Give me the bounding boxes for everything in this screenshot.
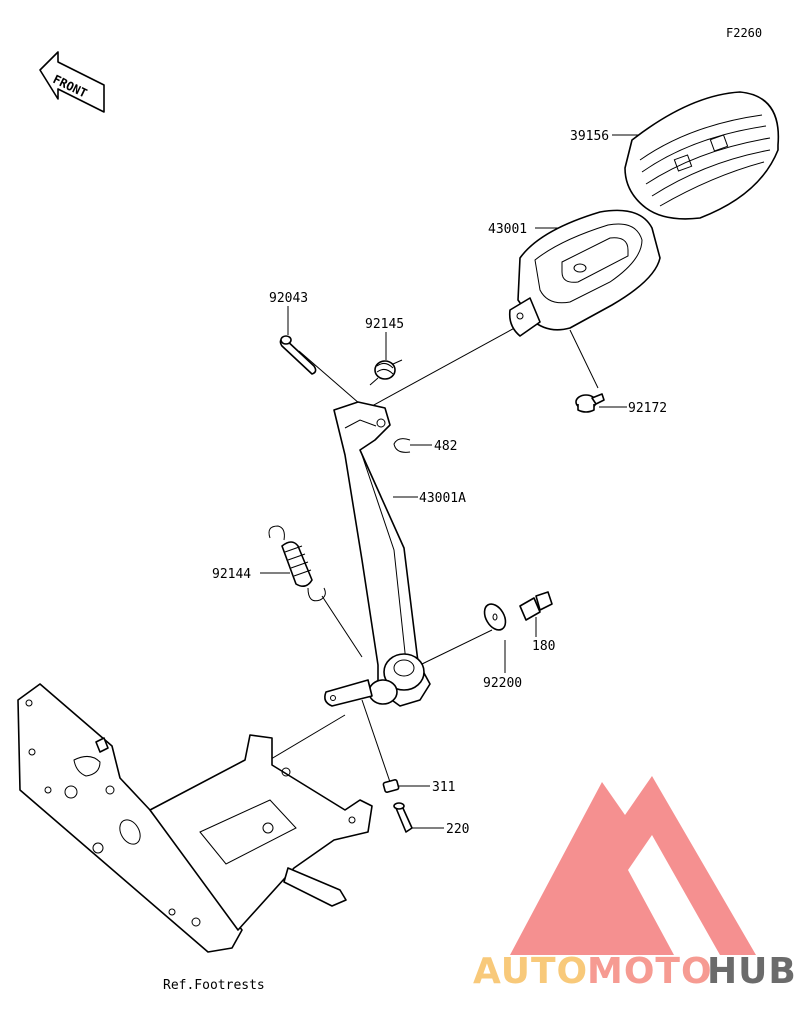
label-92145: 92145 (365, 317, 404, 332)
brake-lever-43001A (324, 401, 431, 707)
watermark: AUTO MOTO HUB (473, 776, 797, 992)
label-43001A: 43001A (419, 491, 466, 506)
label-39156: 39156 (570, 129, 609, 144)
label-482: 482 (434, 439, 457, 454)
watermark-hub: HUB (707, 951, 797, 992)
bolt-92172 (575, 393, 605, 413)
label-220: 220 (446, 822, 469, 837)
label-92043: 92043 (269, 291, 308, 306)
watermark-moto: MOTO (587, 951, 713, 992)
watermark-logo-icon (510, 776, 756, 955)
bolt-220 (393, 802, 413, 833)
collar-311 (382, 779, 400, 793)
pedal-bracket-43001 (508, 209, 661, 337)
reference-note: Ref.Footrests (163, 978, 265, 993)
washer-92200 (483, 603, 507, 631)
diagram-code: F2260 (726, 26, 762, 40)
footrest-bracket-reference (17, 683, 373, 953)
label-180: 180 (532, 639, 555, 654)
label-92172: 92172 (628, 401, 667, 416)
return-spring-92144 (268, 525, 326, 602)
pedal-pad-39156 (624, 91, 780, 220)
pin-92043 (279, 335, 317, 375)
front-arrow-icon: FRONT (39, 51, 105, 113)
label-311: 311 (432, 780, 455, 795)
watermark-auto: AUTO (473, 951, 588, 992)
clip-482 (393, 438, 411, 453)
spring-92145 (369, 359, 403, 386)
bolt-180 (519, 591, 553, 621)
label-43001: 43001 (488, 222, 527, 237)
part-labels: 39156 43001 92043 92145 92172 482 43001A… (163, 129, 667, 993)
label-92144: 92144 (212, 567, 251, 582)
label-92200: 92200 (483, 676, 522, 691)
